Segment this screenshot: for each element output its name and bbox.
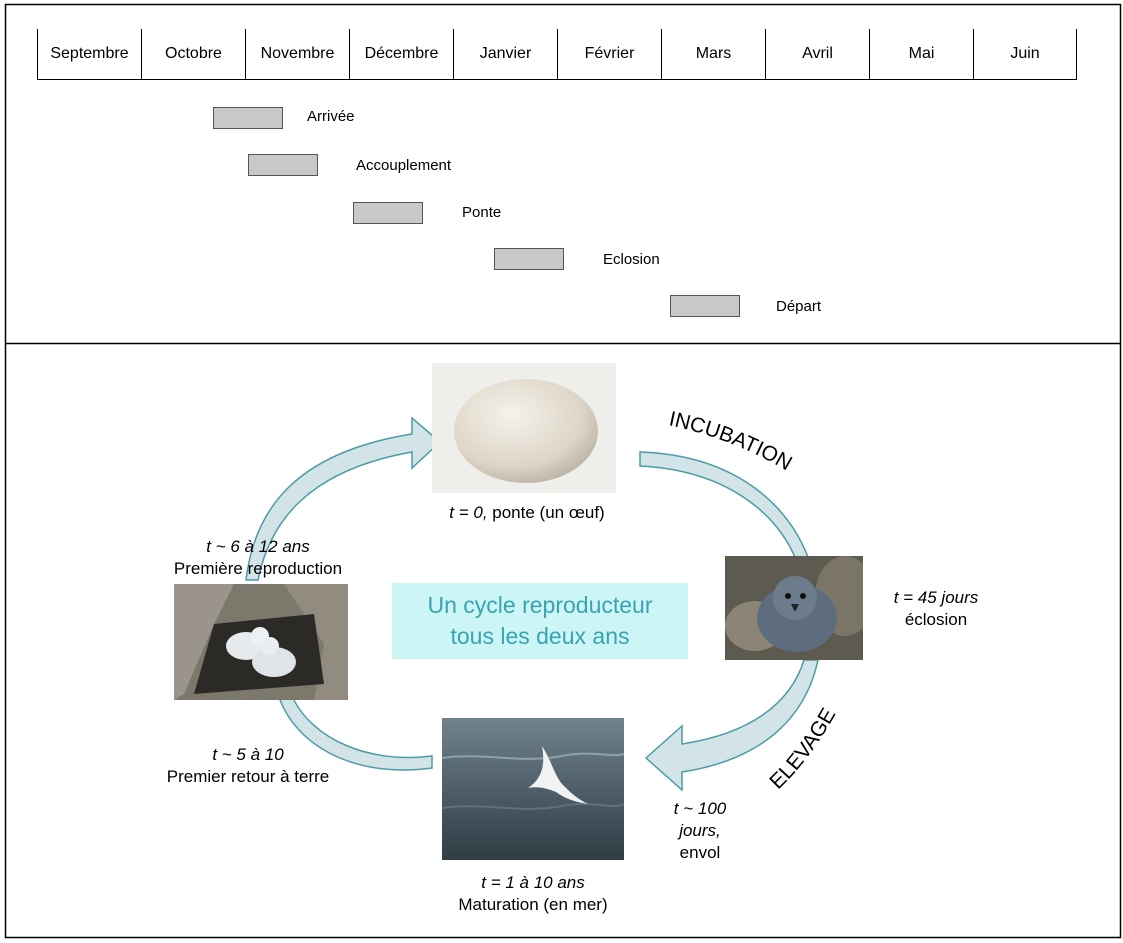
repro-time: t ~ 6 à 12 ans	[206, 537, 310, 556]
month-cell: Décembre	[349, 29, 453, 79]
repro-caption: t ~ 6 à 12 ans Première reproduction	[138, 536, 378, 580]
return-caption: t ~ 5 à 10 Premier retour à terre	[128, 744, 368, 788]
fledge-time: t ~ 100	[673, 799, 727, 818]
event-bar-eclosion	[494, 248, 564, 270]
month-cell: Mars	[661, 29, 765, 79]
fledge-desc: envol	[679, 843, 721, 862]
month-cell: Mai	[869, 29, 973, 79]
arrow-to-egg	[245, 416, 442, 581]
month-cell: Avril	[765, 29, 869, 79]
event-label-arrivee: Arrivée	[307, 108, 355, 125]
month-cell: Septembre	[37, 29, 141, 79]
chick-photo	[725, 556, 863, 660]
center-text-line2: tous les deux ans	[450, 623, 630, 649]
sea-time: t = 1 à 10 ans	[481, 873, 585, 892]
arrow-to-sea	[644, 659, 819, 792]
fledge-caption: t ~ 100 jours, envol	[650, 798, 750, 864]
event-bar-depart	[670, 295, 740, 317]
event-label-eclosion: Eclosion	[603, 251, 660, 268]
event-label-depart: Départ	[776, 298, 822, 315]
event-bar-arrivee	[213, 107, 283, 129]
egg-desc: ponte (un œuf)	[487, 503, 605, 522]
repro-desc: Première reproduction	[173, 559, 343, 578]
event-label-ponte: Ponte	[462, 204, 502, 221]
month-cell: Juin	[973, 29, 1077, 79]
chick-desc: éclosion	[904, 610, 968, 629]
event-label-accouplement: Accouplement	[356, 157, 452, 174]
chick-caption: t = 45 jours éclosion	[866, 587, 1006, 631]
event-bar-accouplement	[248, 154, 318, 176]
return-desc: Premier retour à terre	[166, 767, 330, 786]
egg-photo	[432, 363, 616, 493]
event-bar-ponte	[353, 202, 423, 224]
return-time: t ~ 5 à 10	[212, 745, 284, 764]
egg-time: t = 0,	[449, 503, 488, 522]
chick-time: t = 45 jours	[893, 588, 979, 607]
nest-photo	[174, 584, 348, 700]
month-cell: Janvier	[453, 29, 557, 79]
sea-caption: t = 1 à 10 ans Maturation (en mer)	[440, 872, 626, 916]
month-cell: Novembre	[245, 29, 349, 79]
sea-bird-photo	[442, 718, 624, 860]
egg-caption: t = 0, ponte (un œuf)	[432, 502, 622, 524]
month-cell: Février	[557, 29, 661, 79]
fledge-time-unit: jours,	[679, 821, 721, 840]
month-cell: Octobre	[141, 29, 245, 79]
sea-desc: Maturation (en mer)	[458, 895, 608, 914]
center-text-line1: Un cycle reproducteur	[427, 592, 653, 618]
month-header: Septembre Octobre Novembre Décembre Janv…	[37, 29, 1077, 80]
cycle-center-box: Un cycle reproducteur tous les deux ans	[392, 583, 688, 659]
